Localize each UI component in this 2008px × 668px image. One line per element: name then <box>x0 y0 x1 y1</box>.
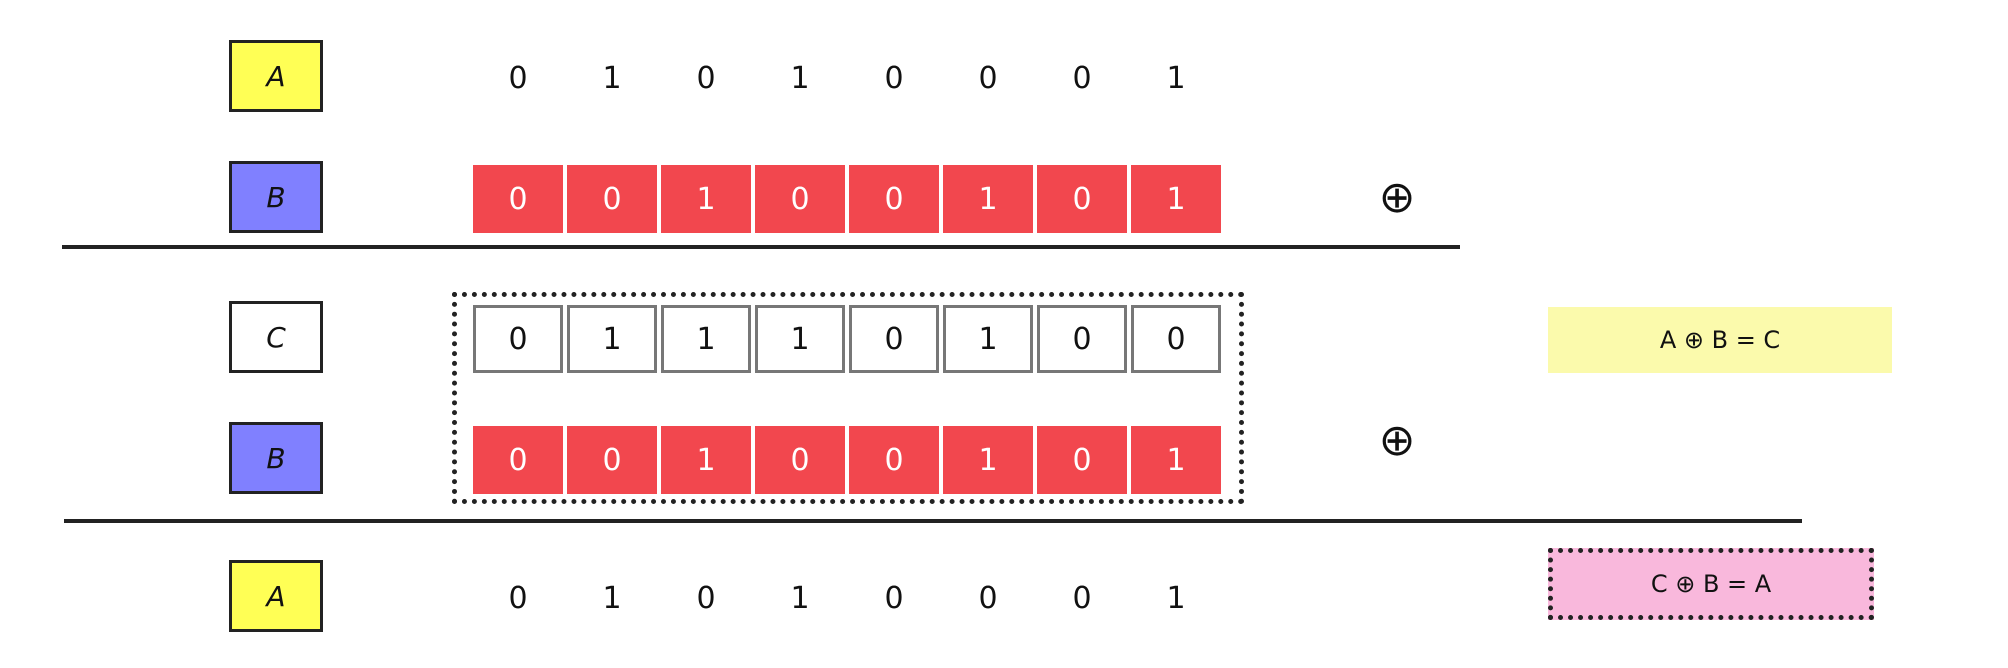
bit: 0 <box>1037 165 1127 233</box>
cb-group <box>452 292 1244 504</box>
label-a-bottom: A <box>229 560 323 632</box>
bit: 1 <box>755 305 845 373</box>
decrypt-note: C ⊕ B = A <box>1548 548 1874 620</box>
bit: 1 <box>1166 60 1186 96</box>
bit: 0 <box>978 60 998 96</box>
bit: 0 <box>1037 426 1127 494</box>
bit: 0 <box>884 580 904 616</box>
bit: 0 <box>755 165 845 233</box>
bit: 0 <box>567 165 657 233</box>
bit: 1 <box>661 305 751 373</box>
bit: 0 <box>849 426 939 494</box>
bit: 0 <box>696 580 716 616</box>
bit: 1 <box>1131 165 1221 233</box>
bit: 0 <box>1037 305 1127 373</box>
label-c: C <box>229 301 323 373</box>
bit: 0 <box>473 426 563 494</box>
bit: 1 <box>567 305 657 373</box>
label-b-bottom: B <box>229 422 323 494</box>
bit: 1 <box>943 165 1033 233</box>
divider-line-bottom <box>64 519 1802 523</box>
bit: 1 <box>943 426 1033 494</box>
label-a-top: A <box>229 40 323 112</box>
bit: 0 <box>696 60 716 96</box>
bit: 1 <box>1131 426 1221 494</box>
bit: 0 <box>755 426 845 494</box>
bit: 0 <box>473 165 563 233</box>
bit: 1 <box>790 580 810 616</box>
xor-operator-bottom: ⊕ <box>1378 415 1416 466</box>
bit: 1 <box>943 305 1033 373</box>
label-b-top: B <box>229 161 323 233</box>
bit: 0 <box>473 305 563 373</box>
bit: 1 <box>661 426 751 494</box>
bit: 0 <box>508 60 528 96</box>
xor-operator-top: ⊕ <box>1378 172 1416 223</box>
bit: 1 <box>602 580 622 616</box>
bit: 1 <box>602 60 622 96</box>
bit: 0 <box>849 165 939 233</box>
bit: 0 <box>978 580 998 616</box>
bit: 1 <box>790 60 810 96</box>
bit: 0 <box>567 426 657 494</box>
bit: 0 <box>1131 305 1221 373</box>
bit: 0 <box>508 580 528 616</box>
bit: 0 <box>884 60 904 96</box>
bit: 1 <box>661 165 751 233</box>
bit: 1 <box>1166 580 1186 616</box>
divider-line-top <box>62 245 1460 249</box>
encrypt-note: A ⊕ B = C <box>1548 307 1892 373</box>
bit: 0 <box>1072 60 1092 96</box>
bit: 0 <box>1072 580 1092 616</box>
bit: 0 <box>849 305 939 373</box>
